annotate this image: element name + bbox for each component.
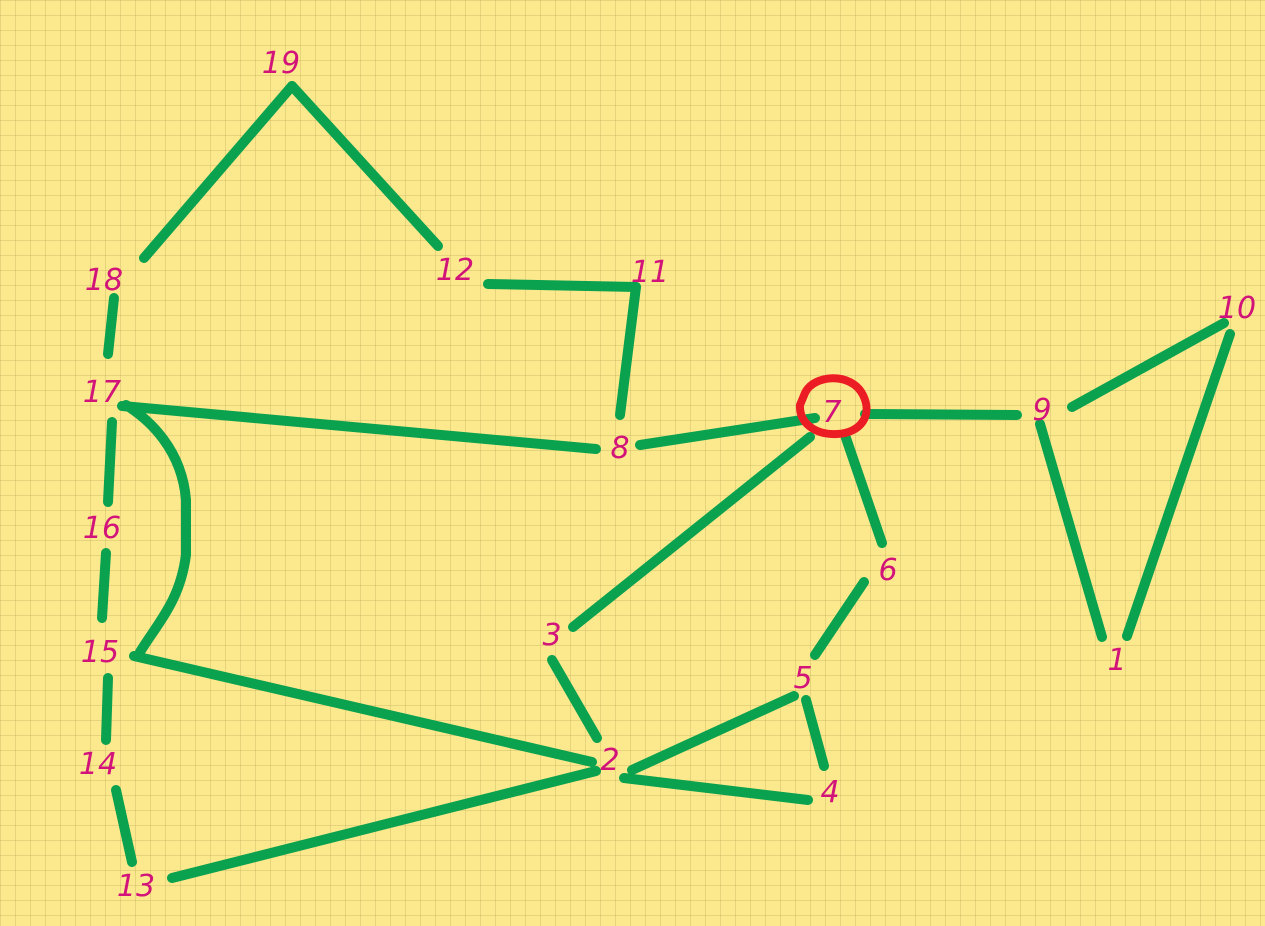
node-label-15: 15 (81, 635, 119, 670)
node-label-12: 12 (436, 253, 474, 288)
edge-5-2 (627, 691, 799, 775)
edge-19-12 (287, 81, 443, 251)
edge-7-6 (841, 433, 887, 548)
edge-9-10 (1067, 318, 1229, 412)
edge-5-4 (801, 695, 829, 771)
node-label-8: 8 (610, 431, 629, 466)
edge-15-14 (101, 673, 113, 745)
edge-16-15 (97, 548, 111, 623)
node-label-19: 19 (262, 46, 300, 81)
highlight-layer (796, 374, 871, 439)
edge-7-9 (860, 409, 1022, 420)
edges-layer (97, 81, 1235, 883)
edge-18-17 (103, 293, 119, 359)
edge-17-15 (121, 400, 191, 657)
edge-11-8 (615, 282, 641, 420)
edge-2-4 (619, 773, 813, 805)
edge-3-2 (547, 655, 602, 743)
edge-19-18 (139, 81, 297, 263)
edge-6-5 (810, 577, 869, 660)
node-label-16: 16 (83, 511, 121, 546)
node-label-2: 2 (600, 743, 619, 778)
edge-14-13 (111, 785, 137, 867)
edge-12-11 (483, 279, 641, 292)
node-label-10: 10 (1218, 291, 1256, 326)
node-label-11: 11 (631, 255, 669, 290)
edge-13-2 (167, 766, 601, 883)
edge-17-8 (117, 401, 601, 454)
edge-9-1 (1035, 419, 1107, 642)
node-label-13: 13 (117, 869, 155, 904)
node-label-5: 5 (793, 661, 812, 696)
node-label-3: 3 (542, 618, 561, 653)
node-label-18: 18 (85, 263, 123, 298)
edge-10-1 (1122, 329, 1235, 641)
edge-17-16 (103, 417, 117, 507)
node-label-1: 1 (1107, 643, 1126, 678)
node-label-9: 9 (1032, 393, 1051, 428)
edge-15-2 (129, 651, 597, 767)
node-label-4: 4 (820, 775, 839, 810)
node-label-7: 7 (822, 395, 841, 430)
edge-8-7 (635, 413, 820, 450)
node-label-6: 6 (878, 553, 897, 588)
node-label-14: 14 (79, 747, 117, 782)
highlight-ring (796, 374, 871, 439)
edge-7-3 (568, 432, 815, 632)
node-label-17: 17 (83, 375, 121, 410)
